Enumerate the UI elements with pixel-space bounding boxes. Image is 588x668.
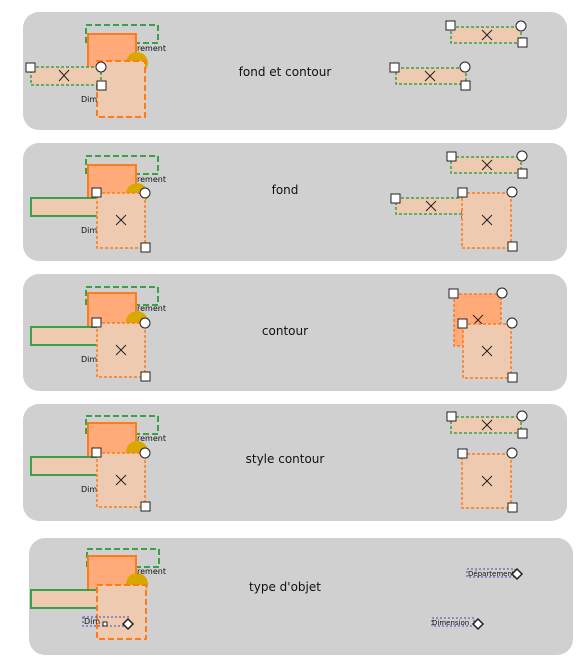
- diamond-handle[interactable]: [471, 617, 485, 631]
- resize-handle[interactable]: [507, 372, 518, 383]
- green-bar: [30, 589, 102, 609]
- resize-handle[interactable]: [517, 428, 528, 439]
- green-bar: [450, 416, 522, 434]
- resize-handle[interactable]: [507, 502, 518, 513]
- rotate-handle[interactable]: [139, 317, 151, 329]
- bottom-shape-label: Dim: [81, 95, 97, 104]
- shapes-canvas: rement Dim: [30, 150, 528, 253]
- resize-handle[interactable]: [446, 411, 457, 422]
- panel-label: contour: [261, 324, 309, 338]
- shapes-canvas: rement Dim Département Dimension: [30, 548, 524, 640]
- left-shape-group: rement Dim: [30, 548, 166, 640]
- bottom-shape-label: Dim: [84, 617, 100, 626]
- rotate-handle[interactable]: [496, 287, 508, 299]
- resize-handle[interactable]: [91, 447, 102, 458]
- green-bar: [450, 156, 522, 174]
- rotate-handle[interactable]: [459, 61, 471, 73]
- panel-type-d-objet: type d'objet rement Dim Département Dime…: [29, 538, 573, 655]
- upper-mini-label: Département: [468, 570, 515, 578]
- resize-handle[interactable]: [140, 242, 151, 253]
- top-shape-label: rement: [137, 44, 166, 53]
- resize-handle[interactable]: [445, 20, 456, 31]
- green-bar: [30, 456, 102, 476]
- bottom-shape-label: Dim: [81, 355, 97, 364]
- panel-fond-et-contour: fond et contour rement Dim: [23, 12, 567, 130]
- top-shape-label: rement: [137, 304, 166, 313]
- top-shape-label: rement: [137, 175, 166, 184]
- top-shape-label: rement: [137, 434, 166, 443]
- resize-handle[interactable]: [457, 187, 468, 198]
- left-shape-group: rement Dim: [30, 415, 166, 512]
- peach-dashed-rect: [96, 584, 147, 640]
- bottom-shape-label: Dim: [81, 485, 97, 494]
- right-shape-group: [448, 287, 518, 383]
- resize-handle[interactable]: [507, 241, 518, 252]
- right-shape-group: Département Dimension: [431, 567, 524, 631]
- resize-handle[interactable]: [390, 193, 401, 204]
- diamond-handle[interactable]: [121, 617, 135, 631]
- panel-style-contour: style contour rement Dim: [23, 404, 567, 521]
- rotate-handle[interactable]: [506, 317, 518, 329]
- right-shape-group: [390, 150, 528, 252]
- resize-handle[interactable]: [140, 501, 151, 512]
- panel-label: fond et contour: [238, 65, 332, 79]
- shapes-canvas: rement Dim: [30, 286, 518, 383]
- resize-handle[interactable]: [91, 317, 102, 328]
- resize-handle[interactable]: [448, 288, 459, 299]
- resize-handle[interactable]: [517, 37, 528, 48]
- panel-label: style contour: [245, 452, 325, 466]
- rotate-handle[interactable]: [515, 20, 527, 32]
- shapes-canvas: rement Dim: [25, 20, 528, 118]
- resize-handle[interactable]: [140, 371, 151, 382]
- rotate-handle[interactable]: [516, 410, 528, 422]
- green-bar: [450, 26, 522, 44]
- bottom-shape-label: Dim: [81, 226, 97, 235]
- resize-handle[interactable]: [457, 318, 468, 329]
- left-shape-group: rement Dim: [25, 24, 166, 118]
- panel-label: type d'objet: [249, 580, 321, 594]
- right-shape-group: [389, 20, 528, 91]
- top-shape-label: rement: [137, 567, 166, 576]
- right-shape-group: [446, 410, 528, 513]
- rotate-handle[interactable]: [139, 447, 151, 459]
- resize-handle[interactable]: [102, 621, 108, 627]
- panel-contour: contour rement Dim: [23, 274, 567, 391]
- resize-handle[interactable]: [91, 187, 102, 198]
- resize-handle[interactable]: [460, 80, 471, 91]
- resize-handle[interactable]: [389, 62, 400, 73]
- resize-handle[interactable]: [96, 80, 107, 91]
- diamond-handle[interactable]: [510, 567, 524, 581]
- green-bar: [30, 326, 102, 346]
- left-shape-group: rement Dim: [30, 286, 166, 382]
- resize-handle[interactable]: [25, 62, 36, 73]
- green-bar: [30, 197, 102, 217]
- left-shape-group: rement Dim: [30, 155, 166, 253]
- rotate-handle[interactable]: [139, 187, 151, 199]
- rotate-handle[interactable]: [95, 61, 107, 73]
- lower-mini-label: Dimension: [432, 619, 469, 627]
- panel-label: fond: [271, 183, 299, 197]
- green-bar: [30, 66, 102, 86]
- shapes-canvas: rement Dim: [30, 410, 528, 513]
- resize-handle[interactable]: [517, 168, 528, 179]
- rotate-handle[interactable]: [516, 150, 528, 162]
- panel-fond: fond rement Dim: [23, 143, 567, 261]
- rotate-handle[interactable]: [506, 186, 518, 198]
- resize-handle[interactable]: [457, 448, 468, 459]
- resize-handle[interactable]: [446, 151, 457, 162]
- rotate-handle[interactable]: [506, 447, 518, 459]
- green-bar: [395, 67, 467, 85]
